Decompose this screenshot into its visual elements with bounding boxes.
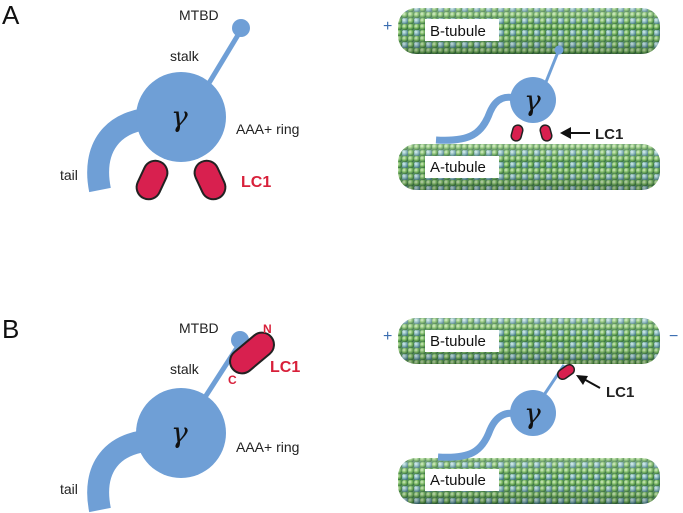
panel-a-dynein: γ: [87, 19, 250, 201]
panel-b-a-tubule: A-tubule: [398, 458, 660, 504]
tail-label: tail: [60, 167, 78, 183]
panel-a-b-tubule: B-tubule: [398, 8, 660, 54]
aaa-ring-label: AAA+ ring: [236, 121, 299, 137]
n-terminus-label: N: [263, 322, 272, 336]
panel-b-letter: B: [2, 314, 19, 344]
panel-b-bound-dynein: γ: [437, 363, 576, 461]
panel-b-lc1-arrow: [576, 375, 601, 389]
plus-end-label-b: +: [383, 328, 392, 345]
gamma-label: γ: [171, 100, 188, 133]
mtbd-shape: [232, 19, 250, 37]
aaa-ring-shape: [136, 72, 226, 162]
a-tubule-label-b: A-tubule: [430, 472, 486, 489]
lc1-bound-stalk: [229, 331, 275, 375]
lc1-right-lobe: [193, 159, 227, 201]
c-terminus-label: C: [228, 373, 237, 387]
lc1-pointer-label: LC1: [595, 126, 623, 143]
tail-label-b: tail: [60, 481, 78, 497]
lc1-label-b: LC1: [270, 359, 300, 376]
aaa-ring-label-b: AAA+ ring: [236, 439, 299, 455]
mtbd-label-b: MTBD: [179, 320, 219, 336]
panel-b-dynein: γ: [87, 331, 275, 513]
panel-a-a-tubule: A-tubule: [398, 144, 660, 190]
a-tubule-label: A-tubule: [430, 159, 486, 176]
panel-b-b-tubule: B-tubule: [398, 318, 660, 364]
b-tubule-label: B-tubule: [430, 23, 486, 40]
svg-text:γ: γ: [524, 84, 541, 117]
stalk-label-b: stalk: [170, 361, 200, 377]
panel-a-bound-dynein: γ: [435, 45, 564, 144]
stalk-label: stalk: [170, 48, 200, 64]
panel-a-lc1-arrow: [560, 127, 590, 139]
b-tubule-label-b: B-tubule: [430, 333, 486, 350]
minus-end-label-b: −: [669, 328, 678, 345]
svg-text:γ: γ: [524, 397, 541, 430]
mtbd-label: MTBD: [179, 7, 219, 23]
svg-text:γ: γ: [171, 416, 188, 449]
lc1-pointer-label-b: LC1: [606, 384, 634, 401]
lc1-label: LC1: [241, 174, 271, 191]
plus-end-label: +: [383, 18, 392, 35]
panel-a-letter: A: [2, 0, 20, 30]
lc1-left-lobe: [135, 159, 169, 201]
